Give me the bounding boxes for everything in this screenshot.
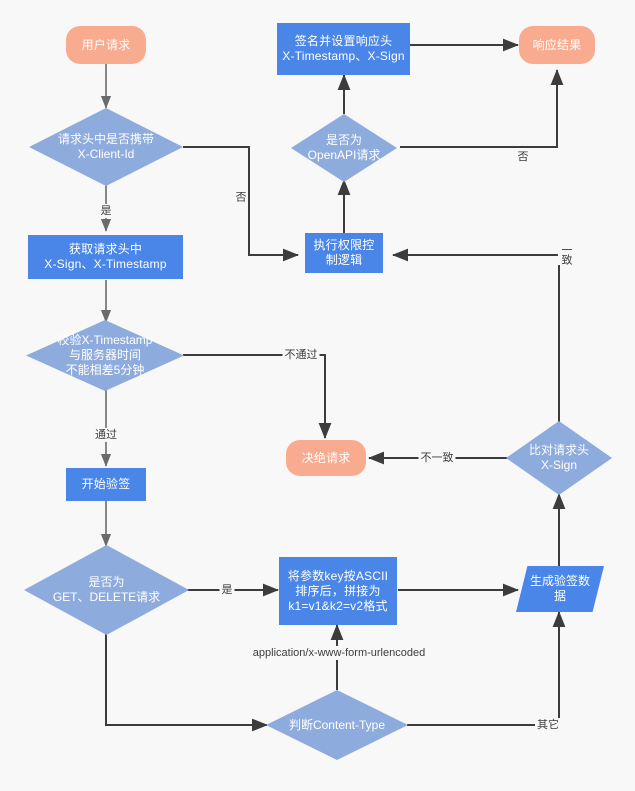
node-get-headers[interactable]: 获取请求头中 X-Sign、X-Timestamp: [28, 235, 183, 279]
node-compare-sign[interactable]: 比对请求头 X-Sign: [506, 421, 612, 495]
node-has-client-id[interactable]: 请求头中是否携带 X-Client-Id: [29, 108, 183, 186]
edge-label-no-client-id: 否: [231, 190, 249, 202]
node-response-result[interactable]: 响应结果: [519, 26, 595, 64]
parallelogram-shape: [516, 566, 604, 612]
edge-judge-content-type-to-gen-sign-data: [407, 611, 566, 726]
node-gen-sign-data[interactable]: 生成验签数 据: [516, 566, 604, 612]
node-is-get-delete[interactable]: 是否为 GET、DELETE请求: [24, 545, 189, 635]
edge-label-sign-mismatch: 不一致: [418, 450, 456, 466]
node-judge-content-type[interactable]: 判断Content-Type: [266, 690, 408, 760]
node-auth-logic[interactable]: 执行权限控 制逻辑: [305, 233, 383, 273]
edge-compare-sign-to-auth-logic: [392, 248, 560, 422]
diamond-shape: [291, 114, 397, 182]
diamond-shape: [26, 320, 184, 391]
edge-label-yes-get-delete: 是: [219, 582, 235, 598]
edge-label-timestamp-pass: 通过: [93, 427, 119, 443]
diamond-shape: [29, 108, 183, 186]
edge-label-yes-client-id: 是: [98, 203, 114, 219]
diamond-shape: [266, 690, 408, 760]
node-start-verify[interactable]: 开始验签: [66, 468, 146, 501]
diamond-shape: [506, 421, 612, 495]
edge-label-not-openapi: 否: [515, 149, 531, 165]
edge-label-content-type-other: 其它: [535, 717, 561, 733]
edge-is-openapi-to-response-result: [400, 69, 564, 148]
edge-label-timestamp-fail: 不通过: [282, 347, 320, 363]
node-sort-params[interactable]: 将参数key按ASCII 排序后，拼接为 k1=v1&k2=v2格式: [279, 557, 397, 625]
node-user-request[interactable]: 用户请求: [66, 26, 146, 64]
node-reject-request[interactable]: 决绝请求: [286, 440, 366, 476]
diamond-shape: [24, 545, 189, 635]
node-is-openapi[interactable]: 是否为 OpenAPI请求: [291, 114, 397, 182]
edge-label-content-type-form: application/x-www-form-urlencoded: [250, 645, 428, 661]
edge-is-get-delete-to-judge-content-type: [105, 634, 268, 732]
node-check-timestamp[interactable]: 校验X-Timestamp 与服务器时间 不能相差5分钟: [26, 320, 184, 391]
edge-label-sign-match: 一致: [557, 243, 575, 265]
node-sign-response[interactable]: 签名并设置响应头 X-Timestamp、X-Sign: [277, 23, 410, 75]
edge-check-timestamp-to-reject: [183, 354, 332, 439]
